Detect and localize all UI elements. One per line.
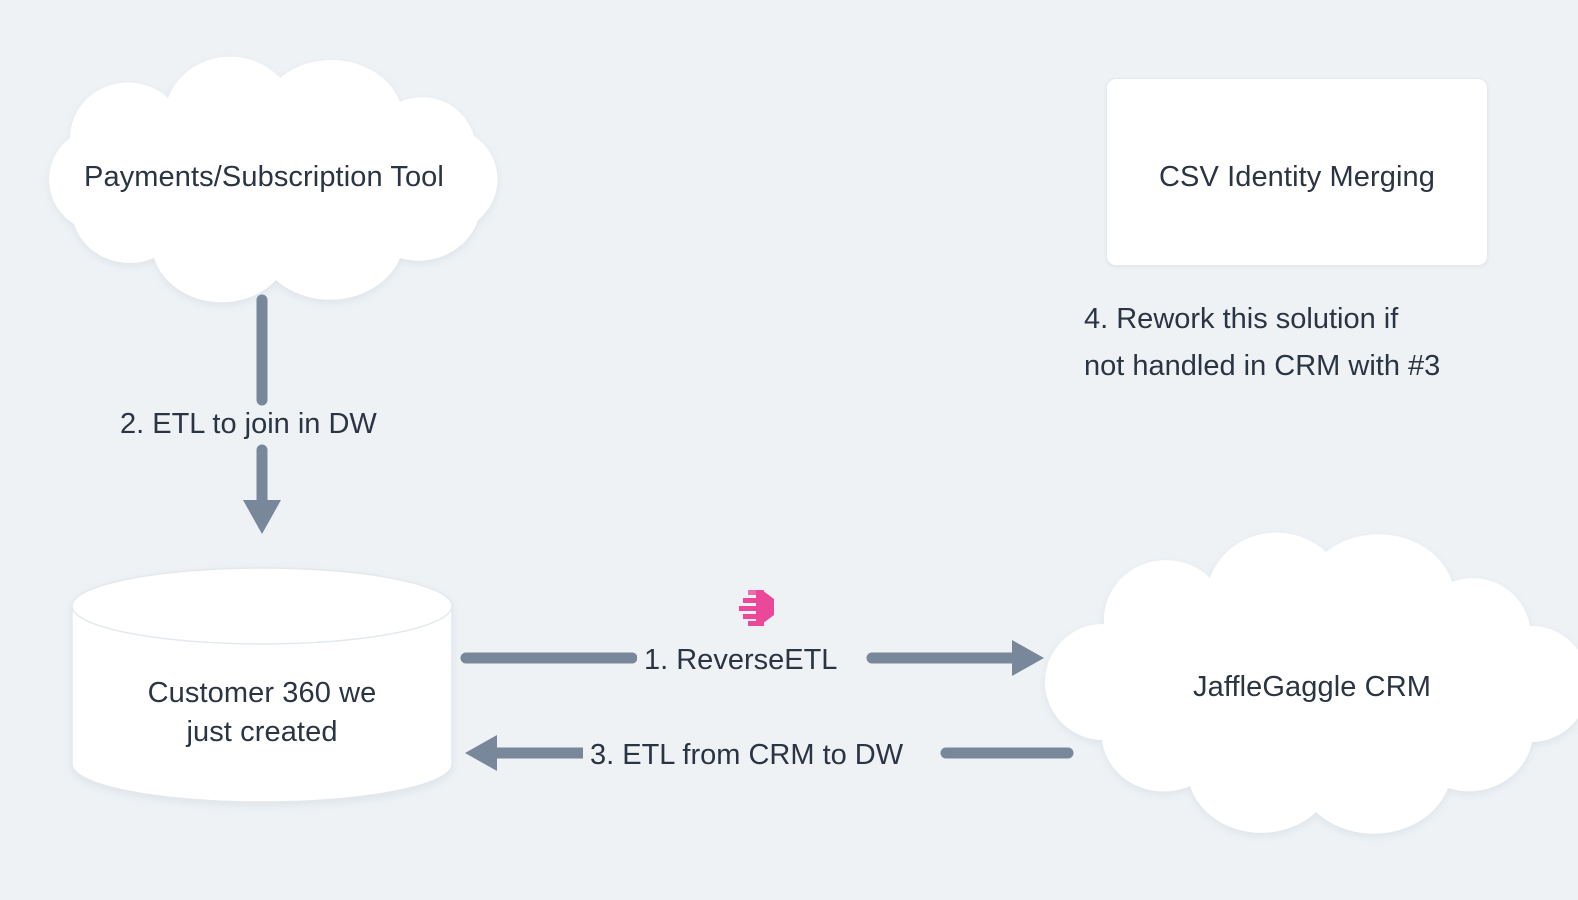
edge-label-etl-join-dw: 2. ETL to join in DW [113,407,384,442]
cloud-shape [1045,532,1578,834]
annotation-rework-note: 4. Rework this solution if not handled i… [1084,303,1441,382]
cylinder-shape [71,567,453,803]
node-payments-subscription-tool[interactable]: Payments/Subscription Tool [8,54,520,303]
cloud-shape [49,56,498,303]
node-csv-label: CSV Identity Merging [1158,161,1435,193]
edge-label-reverse-etl: 1. ReverseETL [637,643,845,678]
edge-label-etl-from-crm: 3. ETL from CRM to DW [583,738,911,773]
hightouch-logo-icon [734,585,782,629]
node-csv-identity-merging[interactable]: CSV Identity Merging [1106,78,1488,266]
node-jafflegaggle-crm[interactable]: JaffleGaggle CRM [1045,516,1578,848]
node-customer-360-warehouse[interactable]: Customer 360 we just created [64,567,460,808]
hightouch-logo-svg [739,590,774,626]
